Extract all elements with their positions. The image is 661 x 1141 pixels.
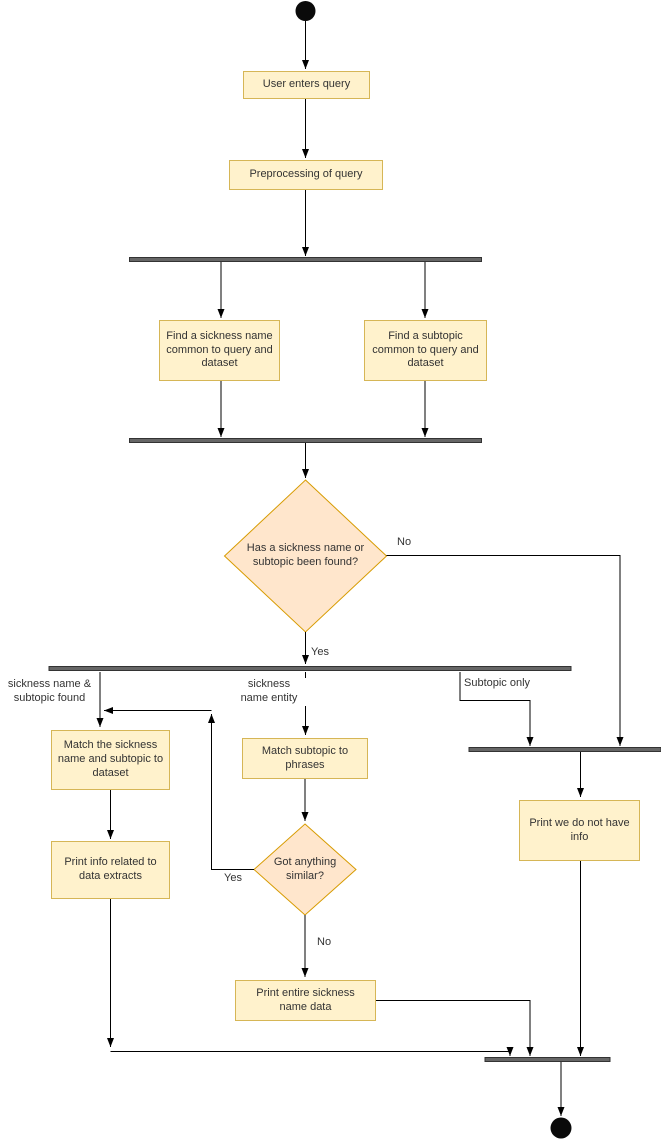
- fork-bar-1: [129, 257, 482, 262]
- activity-find-subtopic: Find a subtopic common to query and data…: [364, 320, 487, 381]
- edge-print-entire-to-join3: [376, 1000, 534, 1056]
- decision-got-similar-shape: [253, 823, 357, 916]
- edge-decision-similar-yes-up: [208, 714, 254, 870]
- edge-label-sickness-and-subtopic-found: sickness name & subtopic found: [0, 678, 99, 706]
- edge-print-info-to-join3: [110, 1047, 514, 1056]
- edge-label-yes-found: Yes: [309, 646, 331, 660]
- activity-match-sickness-and-subtopic: Match the sickness name and subtopic to …: [51, 730, 170, 790]
- activity-find-sickness-name: Find a sickness name common to query and…: [159, 320, 280, 381]
- edge-label-subtopic-only: Subtopic only: [462, 677, 533, 691]
- activity-print-info-related: Print info related to data extracts: [51, 841, 170, 899]
- final-node: [550, 1117, 572, 1139]
- edge-fork2-subtopic-only-to-join2: [459, 672, 534, 746]
- decision-sickness-found-shape: [223, 479, 388, 633]
- edge-label-yes-similar: Yes: [222, 872, 244, 886]
- join-bar-1: [129, 438, 482, 443]
- join-bar-3: [484, 1057, 611, 1062]
- activity-match-subtopic-to-phrases: Match subtopic to phrases: [242, 738, 368, 779]
- edge-label-no-similar: No: [315, 936, 334, 950]
- edge-decision-found-no-to-join2: [386, 555, 624, 746]
- join-bar-2: [468, 747, 661, 752]
- activity-preprocessing-of-query: Preprocessing of query: [229, 160, 383, 190]
- activity-print-entire-sickness-data: Print entire sickness name data: [235, 980, 376, 1021]
- edge-label-no-found: No: [395, 536, 414, 550]
- initial-node: [295, 1, 316, 21]
- activity-print-we-do-not-have-info: Print we do not have info: [519, 800, 640, 861]
- edge-label-sickness-name-entity: sickness name entity: [231, 678, 307, 706]
- fork-bar-2: [48, 666, 572, 671]
- activity-user-enters-query: User enters query: [243, 71, 370, 99]
